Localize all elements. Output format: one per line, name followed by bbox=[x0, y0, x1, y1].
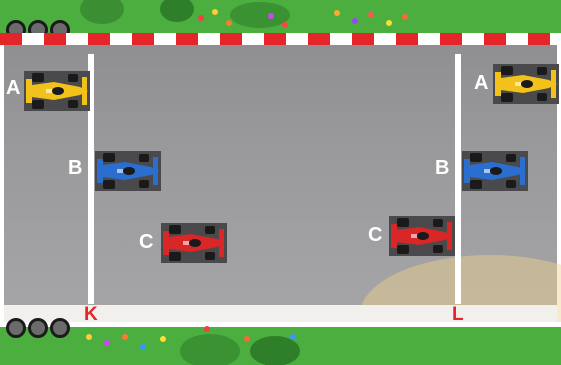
label-a-left: A bbox=[6, 77, 20, 100]
race-car-icon bbox=[95, 151, 161, 191]
flower bbox=[268, 13, 274, 19]
flower bbox=[290, 334, 296, 340]
car-a-left bbox=[24, 71, 90, 111]
tyre-stack-bottom bbox=[6, 318, 70, 338]
flower bbox=[282, 22, 288, 28]
bottom-bush bbox=[250, 336, 300, 365]
race-car-icon bbox=[389, 216, 455, 256]
line-l bbox=[455, 54, 461, 304]
race-car-icon bbox=[161, 223, 227, 263]
flower bbox=[140, 344, 146, 350]
label-b-right: B bbox=[435, 157, 449, 180]
flower bbox=[386, 20, 392, 26]
flower bbox=[86, 334, 92, 340]
race-car-icon bbox=[493, 64, 559, 104]
tyre-icon bbox=[6, 318, 26, 338]
label-b-left: B bbox=[68, 157, 82, 180]
label-c-right: C bbox=[368, 224, 382, 247]
flower bbox=[212, 9, 218, 15]
race-car-icon bbox=[24, 71, 90, 111]
marker-k: K bbox=[84, 304, 98, 326]
flower bbox=[122, 334, 128, 340]
tyre-icon bbox=[28, 318, 48, 338]
flower bbox=[334, 10, 340, 16]
car-b-right bbox=[462, 151, 528, 191]
label-c-left: C bbox=[139, 231, 153, 254]
flower bbox=[198, 15, 204, 21]
flower bbox=[226, 20, 232, 26]
flower bbox=[402, 14, 408, 20]
flower bbox=[160, 336, 166, 342]
car-c-right bbox=[389, 216, 455, 256]
car-a-right bbox=[493, 64, 559, 104]
flower bbox=[204, 326, 210, 332]
flower bbox=[368, 12, 374, 18]
car-c-left bbox=[161, 223, 227, 263]
label-a-right: A bbox=[474, 72, 488, 95]
top-bush bbox=[230, 2, 290, 28]
bottom-bush bbox=[180, 334, 240, 365]
flower bbox=[352, 18, 358, 24]
flower bbox=[244, 336, 250, 342]
top-curb bbox=[0, 33, 561, 45]
race-car-icon bbox=[462, 151, 528, 191]
tyre-icon bbox=[50, 318, 70, 338]
car-b-left bbox=[95, 151, 161, 191]
flower bbox=[104, 340, 110, 346]
marker-l: L bbox=[452, 304, 464, 326]
